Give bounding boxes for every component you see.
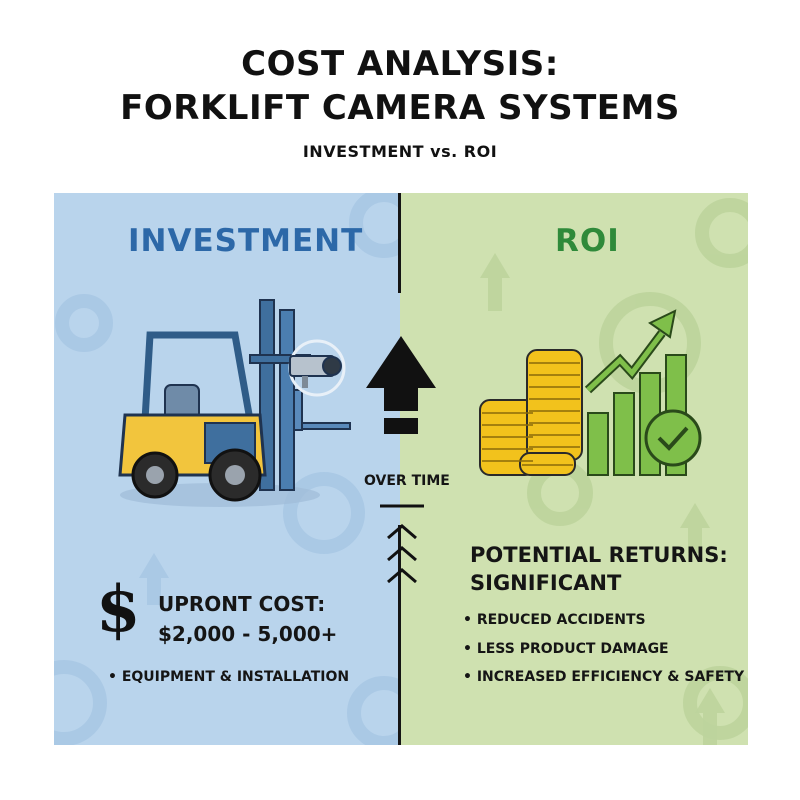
subtitle: INVESTMENT vs. ROI — [302, 142, 498, 161]
roi-bullet: • INCREASED EFFICIENCY & SAFETY — [463, 669, 745, 685]
over-time-label: OVER TIME — [364, 473, 450, 489]
roi-bullet: • LESS PRODUCT DAMAGE — [463, 641, 669, 657]
title-line-2: FORKLIFT CAMERA SYSTEMS — [120, 88, 680, 128]
center-divider-top — [398, 193, 401, 293]
gear-icon — [54, 193, 400, 745]
title-line-1: COST ANALYSIS: — [241, 44, 559, 84]
investment-heading: INVESTMENT — [128, 223, 364, 259]
camera-icon — [288, 339, 346, 397]
forklift-icon — [118, 299, 351, 507]
upfront-cost-value: $2,000 - 5,000+ — [158, 622, 338, 646]
roi-bullet: • REDUCED ACCIDENTS — [463, 612, 646, 628]
center-divider-bottom — [398, 525, 401, 745]
returns-heading-line1: POTENTIAL RETURNS: — [470, 543, 728, 567]
check-icon — [644, 409, 702, 467]
upfront-cost-label: UPRONT COST: — [158, 592, 326, 616]
coin-stack-icon — [479, 349, 583, 476]
up-arrow-icon — [366, 336, 436, 434]
roi-heading: ROI — [555, 223, 620, 259]
chevron-up-icon — [380, 504, 424, 584]
investment-bullet: • EQUIPMENT & INSTALLATION — [108, 669, 350, 685]
dollar-icon: $ — [96, 572, 141, 647]
returns-heading-line2: SIGNIFICANT — [470, 571, 622, 595]
